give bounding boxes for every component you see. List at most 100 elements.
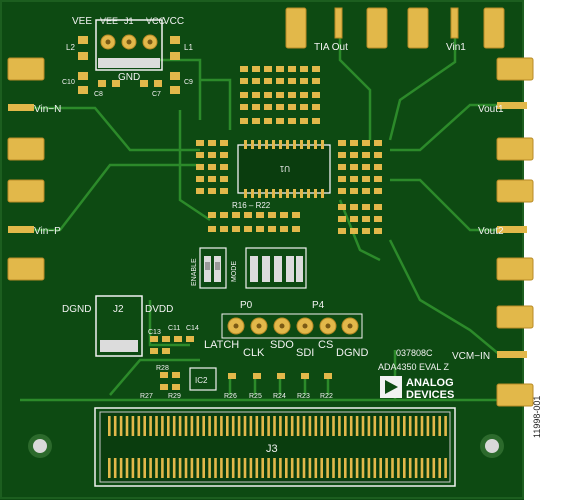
label-board-name: ADA4350 EVAL Z bbox=[378, 362, 450, 372]
label-r24: R24 bbox=[273, 393, 286, 400]
r16-r22-pads bbox=[208, 212, 300, 232]
figure-number: 11998-001 bbox=[532, 395, 542, 438]
j3-pin bbox=[285, 458, 288, 478]
edge-pad bbox=[7, 257, 45, 281]
edge-pads-left bbox=[7, 57, 45, 281]
label-c11: C11 bbox=[168, 325, 180, 332]
label-vin-p: Vin−P bbox=[34, 226, 61, 237]
edge-pad bbox=[366, 7, 388, 49]
j3-pin bbox=[361, 416, 365, 436]
j3-pin bbox=[226, 416, 229, 436]
j3-pin bbox=[403, 458, 406, 478]
smd-pads-r22-r26 bbox=[228, 373, 332, 379]
j3-pin bbox=[290, 458, 294, 478]
j3-pin bbox=[220, 458, 223, 478]
j3-pin bbox=[397, 416, 400, 436]
j3-pin bbox=[184, 458, 188, 478]
j3-pin bbox=[226, 458, 229, 478]
pcb-edge bbox=[0, 0, 524, 499]
j3-pin bbox=[420, 416, 424, 436]
label-vee-side: VEE bbox=[72, 16, 92, 27]
j3-pin bbox=[403, 416, 406, 436]
j3-pin bbox=[432, 458, 436, 478]
j3-pin bbox=[438, 416, 441, 436]
edge-pad bbox=[285, 7, 307, 49]
j3-pin bbox=[349, 458, 353, 478]
smd-pads-c11-c14 bbox=[150, 336, 194, 354]
edge-pad bbox=[407, 7, 429, 49]
j3-pin bbox=[249, 416, 253, 436]
j3-pin bbox=[161, 458, 164, 478]
j3-pin bbox=[391, 458, 394, 478]
j3-pin bbox=[131, 458, 135, 478]
label-l1: L1 bbox=[184, 43, 193, 52]
j3-pin bbox=[202, 416, 205, 436]
j3-pin bbox=[131, 416, 135, 436]
edge-pads-top bbox=[285, 7, 505, 49]
label-dvdd: DVDD bbox=[145, 304, 173, 315]
smd-pads-rf bbox=[240, 66, 320, 124]
label-r22: R22 bbox=[320, 393, 333, 400]
j3-pin bbox=[196, 416, 200, 436]
edge-fingers bbox=[8, 102, 527, 358]
edge-pad bbox=[496, 257, 534, 281]
label-c10: C10 bbox=[62, 79, 75, 86]
label-c7: C7 bbox=[152, 91, 161, 98]
label-r27: R27 bbox=[140, 393, 153, 400]
label-logo-analog: ANALOG bbox=[406, 377, 454, 389]
label-r16-r22: R16 – R22 bbox=[232, 201, 271, 210]
label-r28: R28 bbox=[156, 365, 169, 372]
label-vin-n: Vin−N bbox=[34, 104, 61, 115]
label-r25: R25 bbox=[249, 393, 262, 400]
edge-pad bbox=[7, 137, 45, 161]
smd-pads-left-cluster bbox=[196, 140, 228, 194]
j3-pin bbox=[308, 416, 312, 436]
j3-pin bbox=[355, 416, 359, 436]
j3-pin bbox=[379, 416, 382, 436]
j3-pin bbox=[290, 416, 294, 436]
j3-pin bbox=[338, 458, 341, 478]
j3-pin bbox=[261, 458, 264, 478]
j3-pin bbox=[414, 416, 418, 436]
label-vcm-in: VCM−IN bbox=[452, 351, 490, 362]
label-vout2: Vout2 bbox=[478, 226, 504, 237]
edge-pad bbox=[496, 383, 534, 407]
j3-pin bbox=[108, 416, 111, 436]
label-vee-top: VEE bbox=[100, 16, 118, 26]
label-logo-devices: DEVICES bbox=[406, 389, 454, 401]
j3-pin bbox=[231, 416, 235, 436]
label-vout1: Vout1 bbox=[478, 104, 504, 115]
j3-pin bbox=[172, 416, 176, 436]
j1-connector bbox=[95, 19, 163, 71]
j3-pin bbox=[308, 458, 312, 478]
j3-pin bbox=[119, 458, 123, 478]
j3-pin bbox=[408, 458, 412, 478]
label-r23: R23 bbox=[297, 393, 310, 400]
j3-pin bbox=[202, 458, 205, 478]
j3-pin bbox=[255, 458, 259, 478]
label-vin1: Vin1 bbox=[446, 42, 466, 53]
label-l2: L2 bbox=[66, 43, 75, 52]
j3-pin bbox=[237, 416, 241, 436]
j3-pin bbox=[243, 416, 247, 436]
label-dgnd-right: DGND bbox=[336, 347, 368, 359]
j3-pin bbox=[125, 458, 129, 478]
j3-pin bbox=[414, 458, 418, 478]
j3-pin bbox=[314, 416, 318, 436]
mounting-hole bbox=[33, 439, 47, 453]
j3-pin bbox=[196, 458, 200, 478]
j3-pin bbox=[237, 458, 241, 478]
j3-pin bbox=[208, 416, 211, 436]
mounting-holes bbox=[28, 434, 504, 458]
dip-switch-enable-mode bbox=[199, 247, 227, 289]
j3-pin bbox=[420, 458, 424, 478]
j3-pin bbox=[444, 458, 447, 478]
analog-devices-logo bbox=[380, 376, 402, 398]
j3-pin bbox=[108, 458, 111, 478]
j3-pins-bottom bbox=[108, 458, 447, 478]
label-dgnd-left: DGND bbox=[62, 304, 91, 315]
label-u1: U1 bbox=[279, 164, 290, 173]
label-clk: CLK bbox=[243, 347, 265, 359]
label-mode: MODE bbox=[231, 261, 238, 282]
